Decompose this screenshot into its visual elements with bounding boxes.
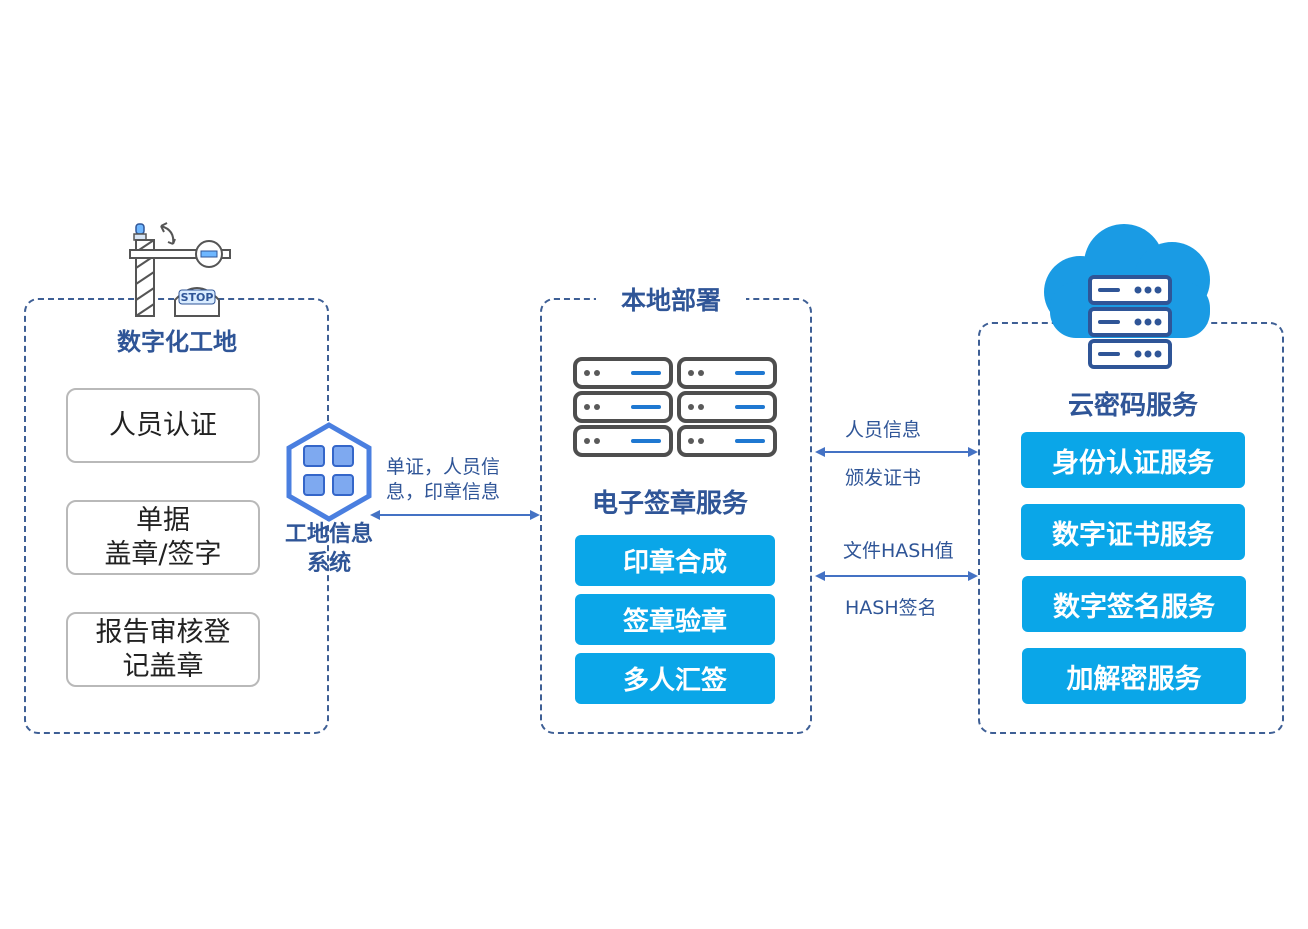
local-deploy-title: 本地部署 bbox=[596, 281, 746, 317]
arrow2-top-label: 人员信息 bbox=[845, 419, 922, 441]
cloud-crypto-title: 云密码服务 bbox=[1067, 391, 1198, 421]
digital-cert-button[interactable]: 数字证书服务 bbox=[1021, 504, 1245, 560]
arrow3-bottom-label: HASH签名 bbox=[845, 597, 937, 619]
server-rack-icon bbox=[573, 357, 777, 457]
arrow3-top-label: 文件HASH值 bbox=[843, 540, 954, 562]
cloud-server-icon bbox=[1044, 224, 1210, 369]
personnel-cert-arrow bbox=[815, 447, 978, 457]
hexagon-grid-icon bbox=[286, 422, 372, 522]
digital-signature-button[interactable]: 数字签名服务 bbox=[1022, 576, 1246, 632]
site-to-local-arrow bbox=[370, 510, 540, 520]
multi-sign-button[interactable]: 多人汇签 bbox=[575, 653, 775, 704]
report-review-box: 报告审核登 记盖章 bbox=[66, 612, 260, 687]
seal-compose-button[interactable]: 印章合成 bbox=[575, 535, 775, 586]
site-info-system-label: 工地信息 系统 bbox=[284, 522, 373, 576]
stop-sign-text: STOP bbox=[181, 291, 214, 304]
sign-verify-button[interactable]: 签章验章 bbox=[575, 594, 775, 645]
personnel-auth-box: 人员认证 bbox=[66, 388, 260, 463]
esign-service-title: 电子签章服务 bbox=[591, 489, 748, 519]
identity-auth-button[interactable]: 身份认证服务 bbox=[1021, 432, 1245, 488]
barrier-gate-icon: STOP bbox=[129, 222, 231, 317]
document-stamp-box: 单据 盖章/签字 bbox=[66, 500, 260, 575]
arrow2-bottom-label: 颁发证书 bbox=[845, 467, 922, 489]
arrow1-label: 单证，人员信 息，印章信息 bbox=[386, 456, 501, 503]
encrypt-decrypt-button[interactable]: 加解密服务 bbox=[1022, 648, 1246, 704]
construction-site-title: 数字化工地 bbox=[117, 328, 237, 356]
hash-sign-arrow bbox=[815, 571, 978, 581]
